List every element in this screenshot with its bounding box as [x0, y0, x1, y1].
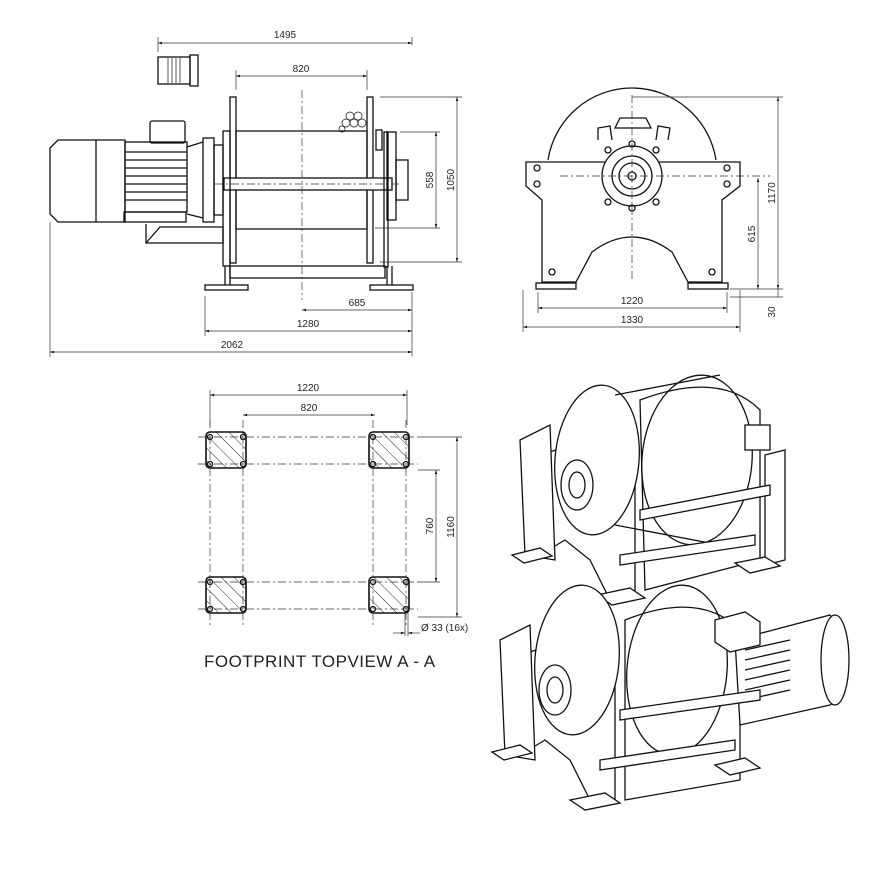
footprint-view: 1220 820 760 1160 Ø 33 (16x) FOOTPRINT T…: [198, 383, 468, 671]
gearbox-thumbnail: [157, 54, 199, 87]
gear-flange: [202, 137, 224, 223]
foot-pads: [198, 420, 418, 625]
dim-820: 820: [293, 64, 310, 75]
dim-1220-end: 1220: [621, 296, 644, 307]
dim-2062: 2062: [221, 340, 244, 351]
dim-1220-footprint: 1220: [297, 383, 320, 394]
dim-558: 558: [425, 171, 436, 188]
isometric-view-hydraulic: [510, 374, 786, 606]
end-view: 1170 615 30 1220 1330: [522, 87, 783, 332]
dimensions: 1170 615 30 1220 1330: [522, 96, 783, 332]
dim-1280: 1280: [297, 319, 320, 330]
drum: [222, 96, 409, 268]
side-view: 1495 820 1050 558 685 1280 2062: [49, 30, 462, 357]
dim-820-footprint: 820: [301, 403, 318, 414]
dimensions: 1220 820 760 1160 Ø 33 (16x): [209, 383, 468, 636]
dim-1170: 1170: [767, 182, 778, 204]
dim-615: 615: [747, 225, 758, 242]
dim-1160: 1160: [446, 516, 457, 538]
dim-1330: 1330: [621, 315, 644, 326]
dim-760: 760: [425, 517, 436, 534]
isometric-view-electric: [490, 584, 850, 811]
dim-685: 685: [349, 298, 366, 309]
dim-hole-diameter: Ø 33 (16x): [421, 623, 468, 634]
dim-1050: 1050: [446, 168, 457, 191]
motor: [49, 120, 224, 244]
footprint-title: FOOTPRINT TOPVIEW A - A: [204, 652, 436, 671]
dimensions: 1495 820 1050 558 685 1280 2062: [49, 30, 462, 357]
base-frame: [204, 265, 414, 291]
dim-1495: 1495: [274, 30, 297, 41]
dim-30: 30: [767, 306, 778, 318]
